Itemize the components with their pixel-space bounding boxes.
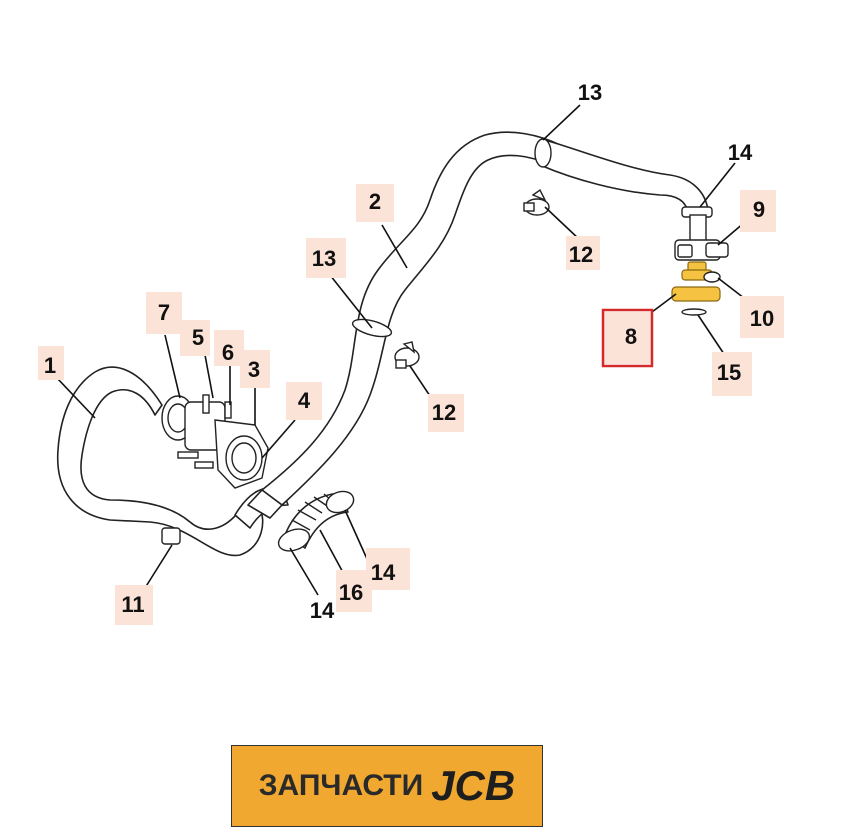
hose-2-end-lower — [247, 489, 283, 519]
callout-12-lower[interactable]: 12 — [432, 400, 456, 425]
clamp-12-lower — [394, 341, 420, 369]
callout-14-right[interactable]: 14 — [371, 560, 396, 585]
callout-13-lower[interactable]: 13 — [312, 246, 336, 271]
callout-4[interactable]: 4 — [298, 388, 311, 413]
callout-8[interactable]: 8 — [625, 324, 637, 349]
clip-13-upper — [534, 138, 552, 168]
callout-12-upper[interactable]: 12 — [569, 242, 593, 267]
pump-assembly — [671, 214, 729, 316]
callout-16[interactable]: 16 — [339, 580, 363, 605]
callout-14-upper[interactable]: 14 — [728, 140, 753, 165]
callout-9[interactable]: 9 — [753, 197, 765, 222]
callout-10[interactable]: 10 — [750, 306, 774, 331]
callout-5[interactable]: 5 — [192, 325, 204, 350]
callout-14-left[interactable]: 14 — [310, 598, 335, 623]
callout-11[interactable]: 11 — [121, 592, 144, 617]
clamp-12-upper — [523, 188, 550, 216]
callout-15[interactable]: 15 — [717, 360, 741, 385]
hose-upper — [539, 139, 709, 214]
callout-7[interactable]: 7 — [158, 300, 170, 325]
brand-banner: ЗАПЧАСТИ JCB — [231, 745, 543, 827]
callout-2[interactable]: 2 — [369, 189, 381, 214]
callouts: 1 2 3 4 5 6 7 8 9 10 11 12 12 13 13 14 1… — [38, 80, 784, 625]
hose-2 — [261, 131, 561, 506]
jcb-logo: JCB — [431, 762, 516, 809]
callout-6[interactable]: 6 — [222, 340, 234, 365]
banner-text: ЗАПЧАСТИ — [258, 769, 424, 802]
selected-callout-frame — [601, 308, 654, 368]
connector-11 — [161, 527, 181, 545]
callout-3[interactable]: 3 — [248, 357, 260, 382]
callout-13-upper[interactable]: 13 — [578, 80, 602, 105]
hose-16 — [277, 490, 355, 552]
callout-1[interactable]: 1 — [44, 353, 56, 378]
thermostat-housing — [161, 394, 269, 489]
